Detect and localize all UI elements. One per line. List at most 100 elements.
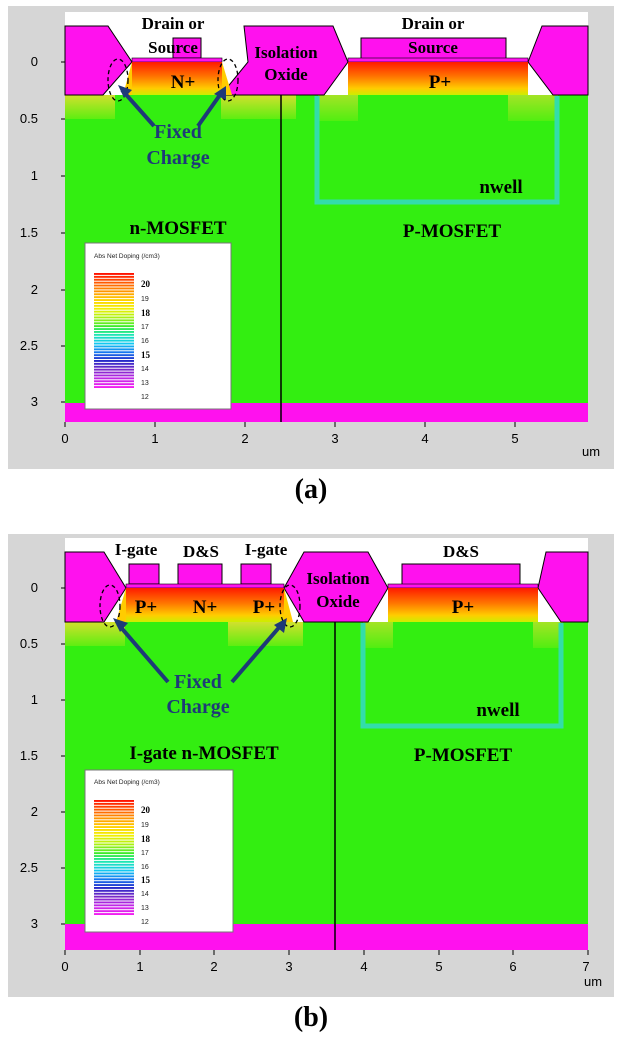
legend-swatch [94,374,134,377]
i-gate-label-left: I-gate [115,540,158,559]
legend-title: Abs Net Doping (/cm3) [94,779,160,786]
y-tick-label: 1 [31,168,38,183]
legend-swatch [94,869,134,872]
doping-legend-b: Abs Net Doping (/cm3) 20 19 18 17 16 15 … [84,769,234,933]
legend-swatch [94,386,134,388]
legend-swatch [94,881,134,884]
legend-value: 14 [141,891,149,898]
legend-swatch [94,852,134,855]
legend-swatch [94,325,134,328]
i-gate-contact-right [240,563,272,585]
legend-swatch [94,898,134,901]
legend-swatch [94,275,134,278]
y-tick-label: 1.5 [20,748,38,763]
x-tick-label: 7 [582,959,589,974]
doping-legend-a: Abs Net Doping (/cm3) 20 19 18 17 16 15 … [84,242,232,410]
panel-a-diagram: Drain or Source Drain or Source N+ P+ Is… [20,12,600,459]
legend-title: Abs Net Doping (/cm3) [94,253,160,260]
left-surface-oxide [131,57,223,63]
fixed-charge-arrow-left [118,85,156,128]
diffusion-edge-right [284,588,293,622]
legend-swatch [94,307,134,310]
isolation-oxide-label-1: Isolation [254,43,318,62]
legend-swatch [94,800,134,802]
well-edge-left [318,95,358,121]
legend-value: 17 [141,324,149,331]
p-mosfet-label: P-MOSFET [403,221,501,242]
x-tick-label: 4 [360,959,367,974]
legend-swatches [94,273,134,388]
fixed-charge-ellipse-right [217,58,239,102]
legend-swatch [94,351,134,354]
legend-swatch [94,328,134,330]
p-plus-label-mid: P+ [253,597,275,618]
legend-value: 12 [141,919,149,926]
x-tick-label: 0 [61,431,68,446]
y-tick-label: 0.5 [20,636,38,651]
y-tick-label: 0 [31,580,38,595]
diffusion-edge-left [116,588,126,622]
legend-swatch [94,820,134,823]
fixed-charge-arrow-right [196,86,226,128]
legend-swatch [94,333,134,336]
x-tick-label: 0 [61,959,68,974]
legend-swatch [94,884,134,886]
x-tick-label: 1 [151,431,158,446]
panel-a: Drain or Source Drain or Source N+ P+ Is… [8,6,614,469]
p-plus-label: P+ [429,72,451,93]
legend-swatch [94,313,134,316]
legend-value: 13 [141,905,149,912]
p-mosfet-label: P-MOSFET [414,745,512,766]
legend-swatch [94,805,134,808]
legend-value: 12 [141,394,149,401]
legend-swatch [94,802,134,805]
n-plus-label: N+ [171,72,196,93]
legend-swatch [94,889,134,892]
i-gate-label-right: I-gate [245,540,288,559]
legend-swatch [94,362,134,365]
legend-swatch [94,322,134,325]
legend-swatch [94,319,134,322]
y-tick-label: 2 [31,282,38,297]
legend-swatch [94,866,134,869]
ds-contact-right [401,563,521,587]
i-gate-diffusion [126,588,284,622]
x-tick-label: 1 [136,959,143,974]
legend-swatch [94,299,134,301]
legend-swatch [94,336,134,339]
legend-swatch [94,357,134,359]
legend-swatches [94,800,134,915]
legend-swatch [94,284,134,287]
legend-swatch [94,843,134,846]
i-gate-n-mosfet-label: I-gate n-MOSFET [129,743,279,764]
drain-source-label-left-2: Source [148,38,198,57]
nwell-outline [360,623,564,729]
left-surface-oxide [125,583,285,589]
legend-value: 19 [141,296,149,303]
legend-swatch [94,345,134,348]
y-tick-label: 1 [31,692,38,707]
nwell-label: nwell [479,177,522,198]
legend-swatch [94,895,134,898]
fixed-charge-label-2: Charge [166,696,229,718]
fixed-charge-ellipse-left [99,584,121,628]
right-trench-oxide [527,25,589,96]
ds-contact-left [177,563,223,587]
legend-swatch [94,901,134,904]
legend-swatch [94,281,134,284]
isolation-oxide-label-2: Oxide [316,592,360,611]
y-tick-label: 3 [31,394,38,409]
p-plus-diffusion [388,588,538,622]
legend-value: 16 [141,338,149,345]
left-trench-oxide [64,25,133,96]
legend-value: 16 [141,864,149,871]
nwell-label: nwell [476,700,519,721]
legend-swatch [94,858,134,860]
legend-swatch [94,831,134,834]
legend-swatch [94,872,134,875]
ds-label-left: D&S [183,542,219,561]
legend-swatch [94,829,134,831]
i-gate-contact-left [128,563,160,585]
fixed-charge-ellipse-left [107,58,129,102]
panel-b-diagram: I-gate D&S I-gate D&S P+ N+ P+ P+ Isolat… [20,538,602,989]
